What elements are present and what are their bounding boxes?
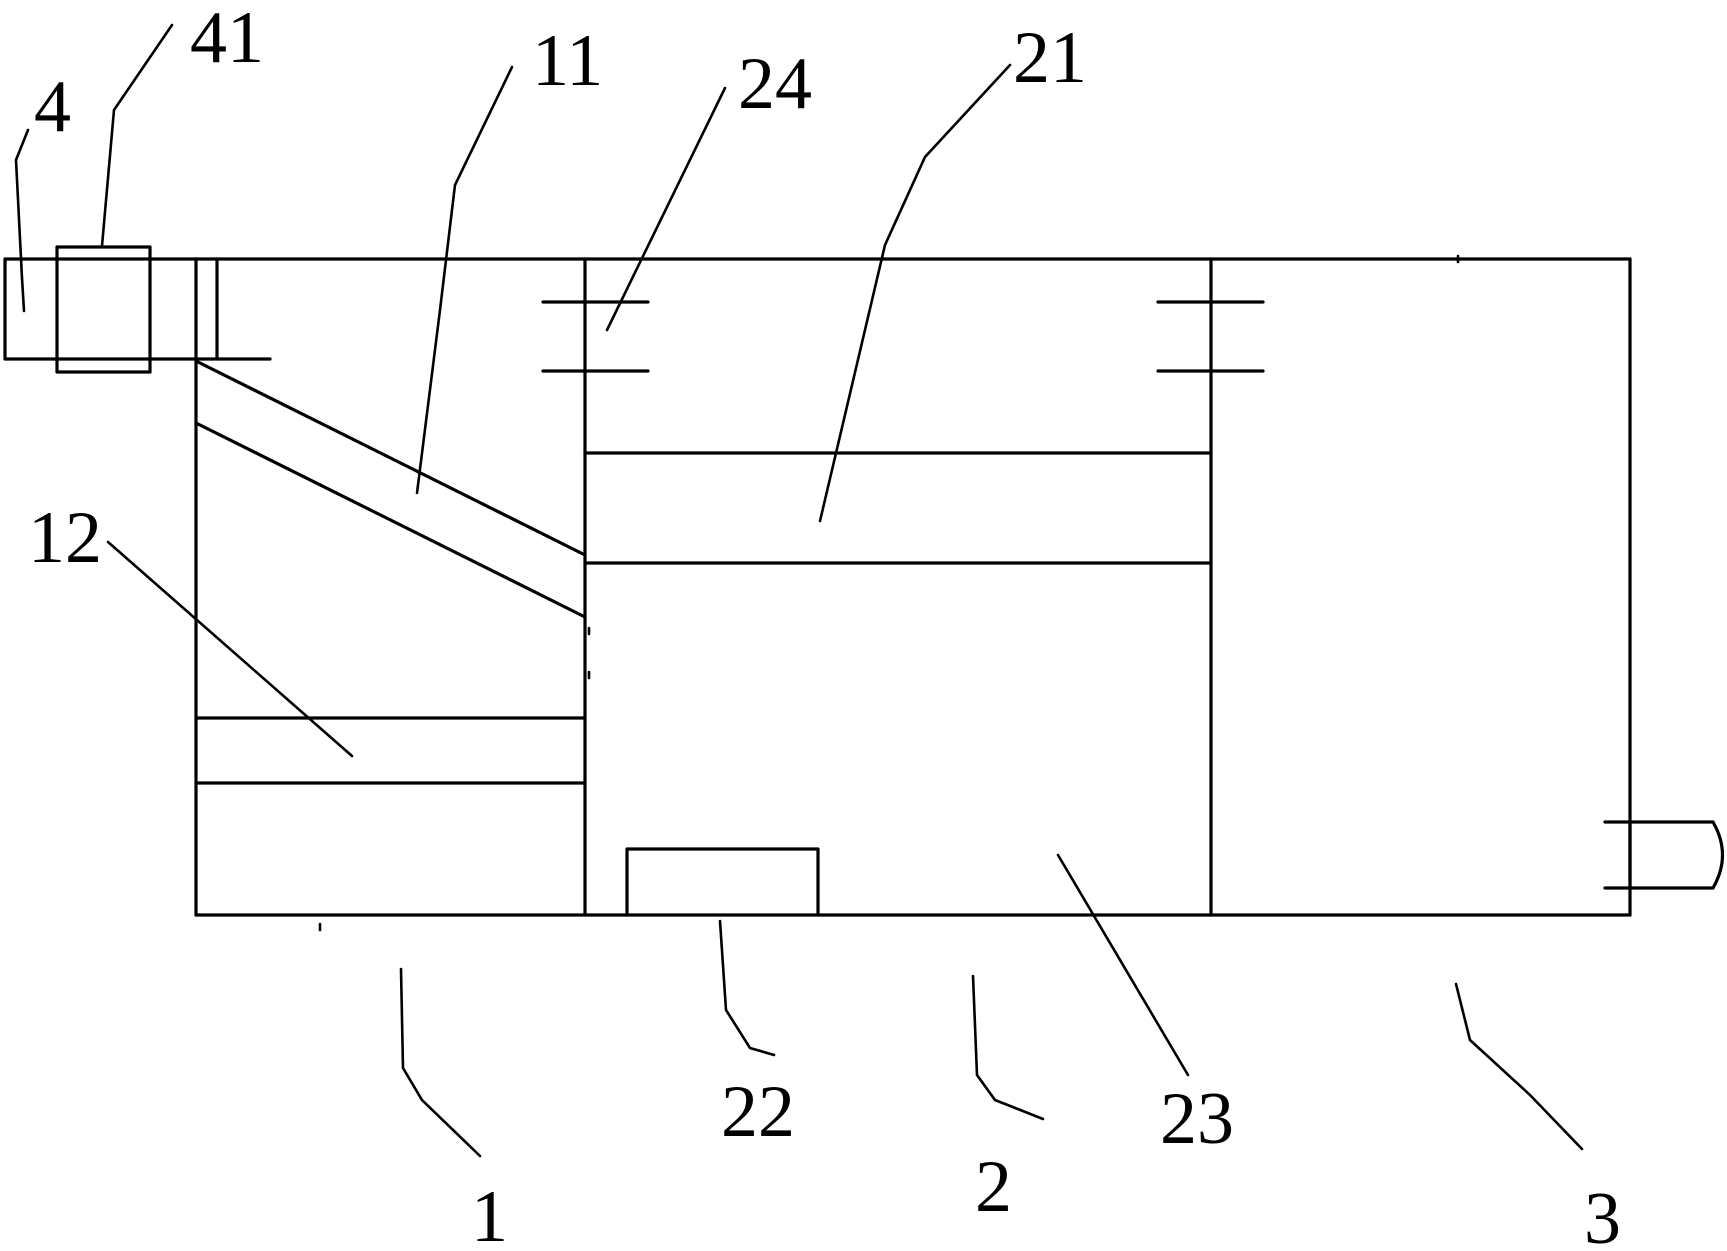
label-21: 21 xyxy=(1013,17,1087,99)
label-3: 3 xyxy=(1584,1178,1621,1251)
label-2: 2 xyxy=(975,1146,1012,1228)
leader-21 xyxy=(818,63,1012,523)
label-24: 24 xyxy=(738,43,812,125)
leader-41 xyxy=(100,23,174,248)
label-1: 1 xyxy=(471,1176,508,1251)
leader-lines xyxy=(14,23,1584,1158)
leader-2 xyxy=(971,974,1045,1121)
leader-24 xyxy=(605,86,727,332)
label-23: 23 xyxy=(1160,1078,1234,1160)
leader-3 xyxy=(1454,982,1584,1151)
label-4: 4 xyxy=(34,66,71,148)
inclined-plate-upper xyxy=(194,359,587,557)
leader-12 xyxy=(106,540,354,758)
label-22: 22 xyxy=(721,1071,795,1153)
inlet-pipe xyxy=(3,257,272,361)
inlet-flange xyxy=(55,245,152,374)
leader-1 xyxy=(399,967,482,1158)
label-12: 12 xyxy=(28,497,102,579)
leader-22 xyxy=(718,919,776,1057)
outlet-pipe xyxy=(1603,820,1724,890)
reference-labels: 4 41 11 24 21 12 1 22 2 23 3 xyxy=(28,0,1621,1251)
label-11: 11 xyxy=(532,20,603,102)
leader-11 xyxy=(415,65,514,495)
leader-4 xyxy=(14,128,30,313)
diagram-lines xyxy=(3,245,1724,932)
leader-23 xyxy=(1056,853,1190,1077)
inclined-plate-lower xyxy=(194,421,587,619)
pump-box xyxy=(625,847,820,917)
label-41: 41 xyxy=(190,0,264,79)
